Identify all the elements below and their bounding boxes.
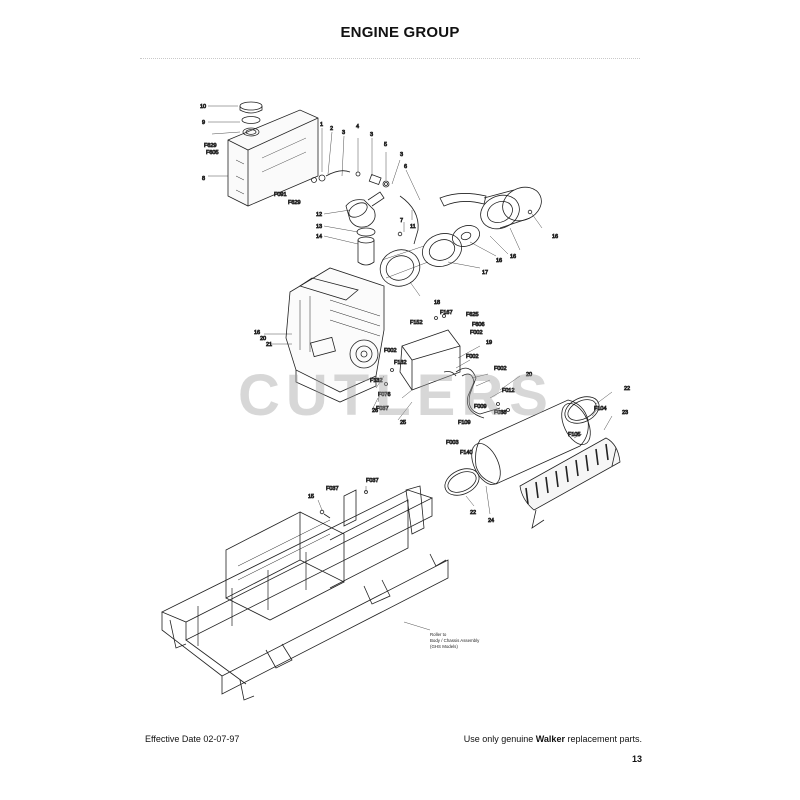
notice-prefix: Use only genuine <box>463 734 536 744</box>
part-label: F012 <box>502 388 515 394</box>
part-label: 22 <box>470 510 476 516</box>
part-label: F002 <box>384 348 397 354</box>
fuel-cap <box>239 101 263 137</box>
part-label: F009 <box>474 404 487 410</box>
air-intake-hose <box>439 186 542 230</box>
effective-date: Effective Date 02-07-97 <box>145 734 240 744</box>
part-label: F625 <box>466 312 479 318</box>
watermark-text: CUTLERS <box>238 363 554 428</box>
part-label: 7 <box>400 218 403 224</box>
filter-element <box>379 225 480 287</box>
part-label: F167 <box>440 310 453 316</box>
part-label: 13 <box>316 224 322 230</box>
title-divider <box>140 58 640 61</box>
part-label: F105 <box>568 432 581 438</box>
part-label: 17 <box>482 270 488 276</box>
part-label: F140 <box>460 450 473 456</box>
part-label: 10 <box>200 104 206 110</box>
hardware-bolts <box>319 209 533 519</box>
air-cleaner-elbow <box>345 191 385 228</box>
part-label: 24 <box>488 518 494 524</box>
part-label: 23 <box>622 410 628 416</box>
part-label: 3 <box>342 130 345 136</box>
part-label: 25 <box>400 420 406 426</box>
part-label: 6 <box>404 164 407 170</box>
part-label: 12 <box>316 212 322 218</box>
part-label: 16 <box>496 258 502 264</box>
leader-lines <box>208 105 613 631</box>
roller-callout-note: Roller to Body / Chassis Assembly (GHS M… <box>430 632 490 650</box>
callout-line: Roller to <box>430 632 447 637</box>
part-labels: 10 9 F629 F605 8 F091 F629 1 2 3 4 3 5 3… <box>200 104 631 525</box>
part-label: F038 <box>494 410 507 416</box>
part-label: 21 <box>266 342 272 348</box>
part-label: 1 <box>320 122 323 128</box>
part-label: F002 <box>494 366 507 372</box>
part-label: 16 <box>510 254 516 260</box>
part-label: 3 <box>370 132 373 138</box>
part-label: 20 <box>526 372 532 378</box>
muffler-guard <box>519 437 621 529</box>
part-label: 15 <box>308 494 314 500</box>
engine <box>285 267 385 403</box>
chassis-frame <box>161 485 449 701</box>
part-label: 16 <box>552 234 558 240</box>
callout-line: Body / Chassis Assembly <box>430 638 480 643</box>
part-label: 22 <box>624 386 630 392</box>
part-label: 2 <box>330 126 333 132</box>
part-label: 18 <box>434 300 440 306</box>
part-label: 3 <box>400 152 403 158</box>
part-label: F037 <box>326 486 339 492</box>
notice-brand: Walker <box>535 734 565 744</box>
part-label: 4 <box>356 124 359 130</box>
part-label: 14 <box>316 234 322 240</box>
part-label: F132 <box>370 378 383 384</box>
fuel-fittings <box>311 170 419 245</box>
page-title: ENGINE GROUP <box>340 24 460 41</box>
part-label: 26 <box>372 408 378 414</box>
parts-notice: Use only genuine Walker replacement part… <box>464 734 642 744</box>
part-label: F629 <box>204 143 217 149</box>
part-label: F002 <box>470 330 483 336</box>
part-label: 8 <box>202 176 205 182</box>
part-label: 9 <box>202 120 205 126</box>
part-label: F152 <box>410 320 423 326</box>
part-label: F109 <box>458 420 471 426</box>
air-filter-gasket <box>356 227 376 266</box>
part-label: 19 <box>486 340 492 346</box>
heat-shield <box>399 329 461 391</box>
part-label: F605 <box>206 150 219 156</box>
part-label: F104 <box>594 406 607 412</box>
muffler <box>471 399 591 485</box>
part-label: F076 <box>378 392 391 398</box>
part-label: 5 <box>384 142 387 148</box>
part-label: F037 <box>376 406 389 412</box>
part-label: 20 <box>260 336 266 342</box>
part-label: F132 <box>394 360 407 366</box>
page-number: 13 <box>631 754 642 764</box>
part-label: 16 <box>254 330 260 336</box>
part-label: F091 <box>274 192 287 198</box>
exhaust-pipe <box>443 367 501 419</box>
part-label: F037 <box>366 478 379 484</box>
part-label: F606 <box>472 322 485 328</box>
part-label: F002 <box>466 354 479 360</box>
part-label: 11 <box>410 224 416 230</box>
notice-suffix: replacement parts. <box>564 734 642 744</box>
part-label: F003 <box>446 440 459 446</box>
part-label: F629 <box>288 200 301 206</box>
callout-line: (GHS Models) <box>430 644 458 649</box>
fuel-tank <box>227 109 319 207</box>
